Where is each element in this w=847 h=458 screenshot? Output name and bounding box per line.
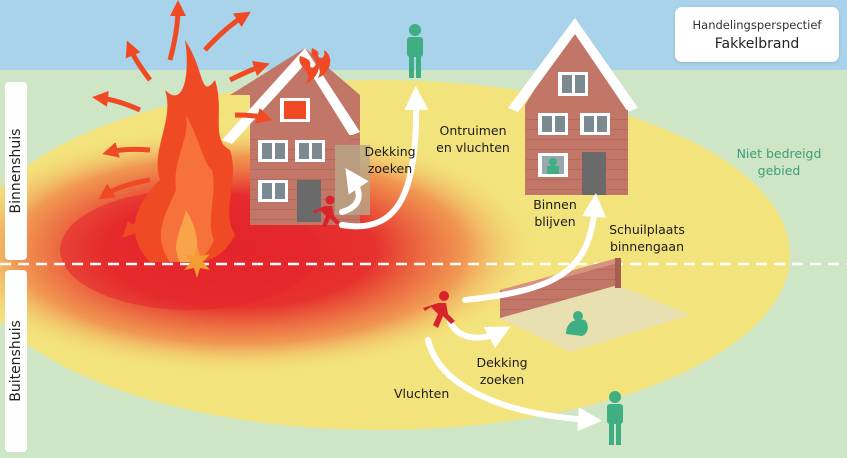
label-stay-inside: Binnen blijven [533,197,577,229]
title-subtitle: Handelingsperspectief [692,18,822,32]
arrow-flee [425,337,602,432]
safe-person-top [407,24,423,78]
heat-arrows [92,0,273,238]
outside-zone-bar [5,270,27,452]
action-arrows [339,86,607,432]
safe-person-bottom [607,391,623,445]
arrow-cover-outside [447,319,511,349]
label-enter-shelter: Schuilplaats binnengaan [609,222,685,254]
arrow-cover-inside [339,168,369,215]
label-cover-inside: Dekking zoeken [364,144,416,176]
label-evacuate: Ontruimen en vluchten [436,123,510,155]
arrow-evacuate [339,86,429,230]
label-flee: Vluchten [394,386,450,401]
running-person-inside [313,195,340,228]
label-safe-area: Niet bedreigd gebied [736,146,822,178]
burning-house [222,48,370,225]
outside-zone-label: Buitenshuis [8,320,24,402]
running-person-outside [423,291,455,328]
title-main: Fakkelbrand [714,36,800,52]
label-cover-outside: Dekking zoeken [476,355,528,387]
title-box: Handelingsperspectief Fakkelbrand [675,7,839,62]
safe-house [508,18,638,195]
fire-column [134,40,235,262]
arrow-enter-shelter [462,193,607,303]
inside-zone-label: Binnenshuis [8,128,24,214]
inside-zone-bar [5,82,27,260]
explosion-icon [184,246,210,278]
